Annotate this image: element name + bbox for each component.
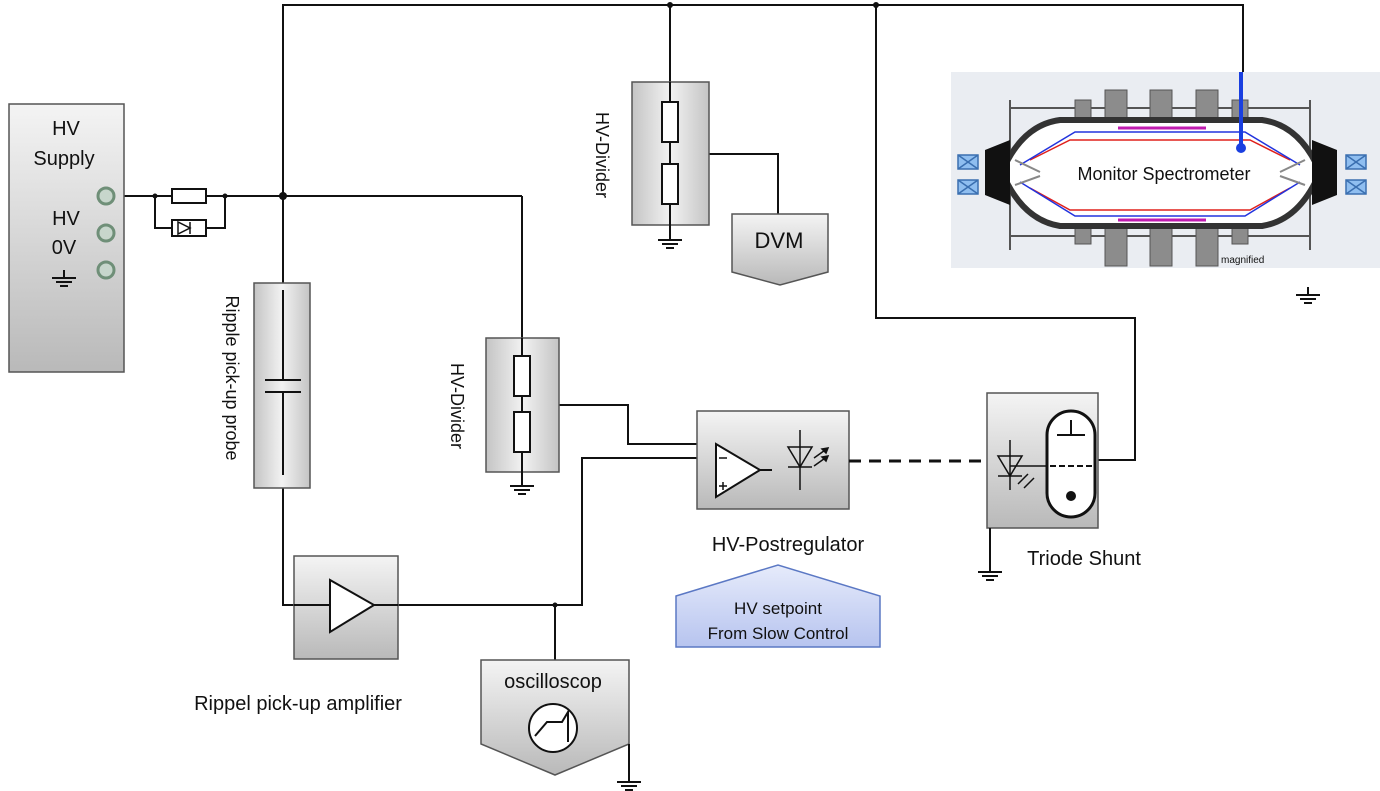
hv-output-label: HV: [52, 208, 80, 230]
hv-contact-point: [1236, 143, 1246, 153]
scope-screen-icon: [528, 703, 578, 753]
ripple-probe-label: Ripple pick-up probe: [222, 295, 242, 460]
monitor-spectrometer: Monitor Spectrometer magnified: [951, 72, 1380, 268]
bypass-diode: [171, 219, 207, 237]
hv-divider-lower: HV-Divider: [447, 337, 560, 495]
triode-ground-icon: [977, 563, 1003, 581]
hv-setpoint-box: HV setpoint From Slow Control: [675, 564, 881, 648]
triode-tube-icon: [1045, 409, 1097, 519]
led-icon: [786, 430, 830, 490]
magnified-note: magnified: [1221, 255, 1264, 266]
oscilloscope: oscilloscop: [480, 659, 642, 791]
series-resistor: [171, 188, 207, 204]
amplifier-icon: [329, 578, 376, 634]
setpoint-line2: From Slow Control: [708, 624, 849, 643]
hv-divider-upper: HV-Divider: [592, 81, 710, 249]
ripple-pickup-amplifier: Rippel pick-up amplifier: [194, 555, 402, 715]
zero-volt-terminal: [96, 223, 116, 243]
spectrometer-ground-icon: [1295, 286, 1321, 304]
hv-supply: HV Supply HV 0V: [8, 103, 125, 373]
dvm: DVM: [731, 213, 829, 286]
amplifier-label: Rippel pick-up amplifier: [194, 693, 402, 715]
lower-divider-label: HV-Divider: [447, 363, 467, 449]
triode-shunt-label: Triode Shunt: [1027, 548, 1141, 570]
wiring: [118, 4, 1244, 660]
hv-supply-title-line2: Supply: [33, 148, 94, 170]
hv-terminal: [96, 186, 116, 206]
lower-divider-ground-icon: [509, 477, 535, 495]
triode-shunt: Triode Shunt: [977, 392, 1141, 581]
oscilloscope-ground-icon: [616, 773, 642, 791]
dvm-label: DVM: [755, 228, 804, 253]
postregulator-label: HV-Postregulator: [712, 534, 865, 556]
setpoint-line1: HV setpoint: [734, 599, 822, 618]
upper-divider-label: HV-Divider: [592, 112, 612, 198]
ground-terminal: [96, 260, 116, 280]
hv-postregulator: HV-Postregulator: [696, 410, 865, 556]
zero-volt-label: 0V: [52, 237, 77, 259]
upper-divider-ground-icon: [657, 231, 683, 249]
oscilloscope-label: oscilloscop: [504, 671, 602, 693]
hv-supply-title-line1: HV: [52, 118, 80, 140]
ripple-pickup-probe: Ripple pick-up probe: [222, 282, 311, 489]
spectrometer-label: Monitor Spectrometer: [1077, 164, 1250, 184]
photodiode-icon: [996, 440, 1050, 490]
